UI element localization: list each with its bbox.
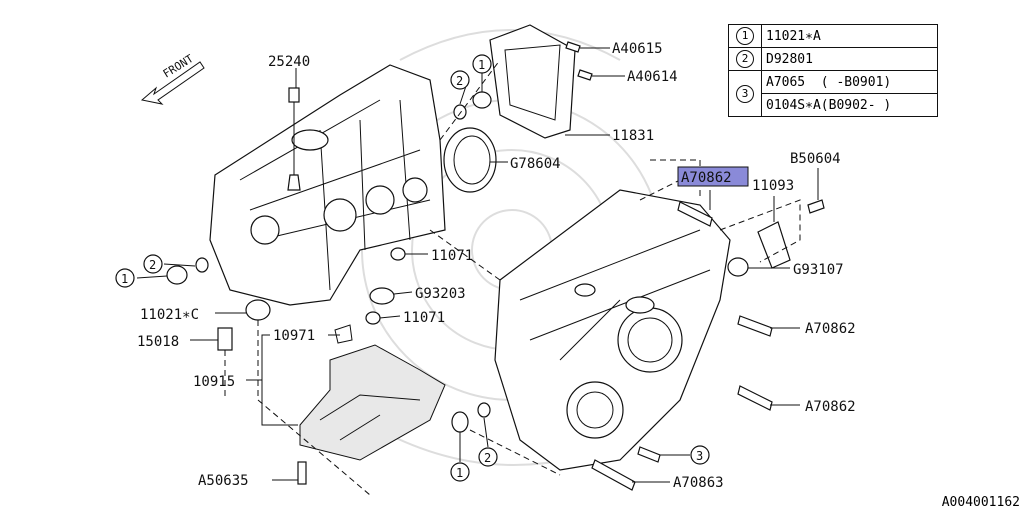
label-25240: 25240 bbox=[268, 54, 310, 70]
legend-num-3: 3 bbox=[736, 84, 754, 103]
legend-row-1: 1 11021∗A bbox=[728, 24, 938, 48]
reference-code: A004001162 bbox=[941, 495, 1020, 510]
label-A70862-low: A70862 bbox=[805, 399, 856, 415]
label-G78604: G78604 bbox=[510, 156, 561, 172]
label-B50604: B50604 bbox=[790, 151, 841, 167]
part-labels: 25240 A40615 A40614 11831 G78604 A70862 … bbox=[137, 41, 856, 491]
label-15018: 15018 bbox=[137, 334, 179, 350]
oil-seal-part bbox=[443, 127, 497, 193]
legend-row-3b: 0104S∗A(B0902- ) bbox=[729, 93, 938, 117]
assembly-dashed-lines bbox=[224, 59, 801, 496]
label-10971: 10971 bbox=[273, 328, 315, 344]
callout-1-left: 1 bbox=[121, 272, 128, 286]
baffle-plate bbox=[299, 324, 446, 461]
label-G93107: G93107 bbox=[793, 262, 844, 278]
callout-3-bottom: 3 bbox=[696, 449, 703, 463]
callout-1-bottom: 1 bbox=[456, 466, 463, 480]
legend-row-2: 2 D92801 bbox=[728, 47, 938, 71]
label-A50635: A50635 bbox=[198, 473, 249, 489]
left-case-half bbox=[209, 64, 446, 306]
legend-num-1: 1 bbox=[736, 27, 754, 45]
small-parts bbox=[166, 41, 825, 491]
front-arrow: FRONT bbox=[140, 52, 205, 105]
leader-lines bbox=[136, 47, 819, 483]
label-11021C: 11021∗C bbox=[140, 307, 199, 323]
legend-row-3a: 3 A7065 ( -B0901) bbox=[728, 70, 938, 117]
label-A70863: A70863 bbox=[673, 475, 724, 491]
legend-value-3a: A7065 ( -B0901) bbox=[761, 70, 938, 94]
right-case-half bbox=[494, 189, 731, 471]
label-11071-b: 11071 bbox=[403, 310, 445, 326]
label-11831: 11831 bbox=[612, 128, 654, 144]
label-A70862-highlighted: A70862 bbox=[681, 170, 732, 186]
legend-num-2: 2 bbox=[736, 50, 754, 68]
legend-value-1: 11021∗A bbox=[761, 24, 938, 48]
label-A40615: A40615 bbox=[612, 41, 663, 57]
callout-2-bottom: 2 bbox=[484, 451, 491, 465]
legend-table: 1 11021∗A 2 D92801 3 A7065 ( -B0901) 010… bbox=[728, 24, 938, 117]
label-10915: 10915 bbox=[193, 374, 235, 390]
label-11071-a: 11071 bbox=[431, 248, 473, 264]
callout-2-top: 2 bbox=[456, 74, 463, 88]
label-11093: 11093 bbox=[752, 178, 794, 194]
callouts: 1 2 2 1 1 2 3 bbox=[115, 54, 710, 482]
legend-value-2: D92801 bbox=[761, 47, 938, 71]
label-A70862-mid: A70862 bbox=[805, 321, 856, 337]
callout-1-top: 1 bbox=[478, 58, 485, 72]
cover-plate bbox=[489, 24, 576, 139]
legend-value-3b: 0104S∗A(B0902- ) bbox=[761, 93, 938, 117]
label-A40614: A40614 bbox=[627, 69, 678, 85]
callout-2-left: 2 bbox=[149, 258, 156, 272]
highlight-box bbox=[677, 166, 749, 187]
label-G93203: G93203 bbox=[415, 286, 466, 302]
front-label: FRONT bbox=[161, 52, 196, 81]
